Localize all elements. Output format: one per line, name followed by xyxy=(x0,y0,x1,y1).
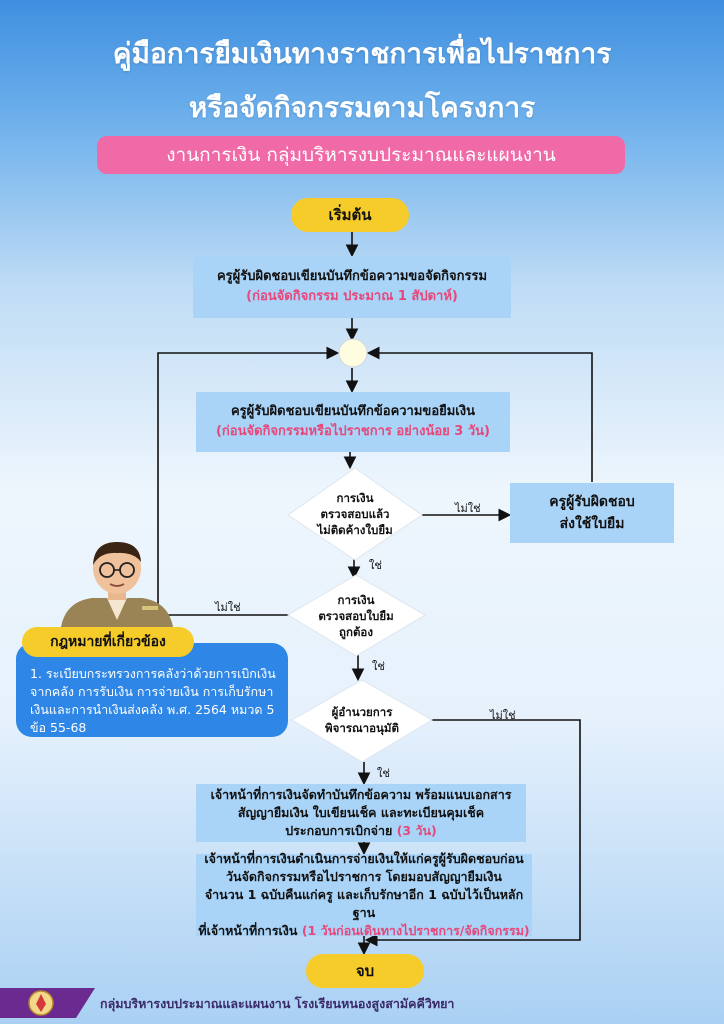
page-title-line2: หรือจัดกิจกรรมตามโครงการ xyxy=(188,91,536,124)
step2-text: ครูผู้รับผิดชอบเขียนบันทึกข้อความขอยืมเง… xyxy=(230,404,475,419)
step1-box: ครูผู้รับผิดชอบเขียนบันทึกข้อความขอจัดกิ… xyxy=(193,256,511,318)
merge-connector xyxy=(338,338,368,368)
decision3-yes-label: ใช่ xyxy=(377,767,390,780)
start-terminal: เริ่มต้น xyxy=(291,198,409,232)
decision1-label: การเงิน ตรวจสอบแล้ว ไม่ติดค้างใบยืม xyxy=(317,491,393,537)
law-box: 1. ระเบียบกระทรวงการคลังว่าด้วยการเบิกเง… xyxy=(16,643,288,737)
law-heading: กฎหมายที่เกี่ยวข้อง xyxy=(22,627,194,657)
decision1-no-label: ไม่ใช่ xyxy=(455,502,481,515)
teacher-illustration xyxy=(60,542,174,635)
decision3-label: ผู้อำนวยการ พิจารณาอนุมัติ xyxy=(325,705,399,735)
step1-text: ครูผู้รับผิดชอบเขียนบันทึกข้อความขอจัดกิ… xyxy=(216,269,488,284)
subtitle-banner: งานการเงิน กลุ่มบริหารงบประมาณและแผนงาน xyxy=(97,136,625,174)
decision2-no-label: ไม่ใช่ xyxy=(215,601,241,614)
step3-box: เจ้าหน้าที่การเงินจัดทำบันทึกข้อความ พร้… xyxy=(196,784,526,842)
end-terminal: จบ xyxy=(306,954,424,988)
page-title-line1: คู่มือการยืมเงินทางราชการเพื่อไปราชการ xyxy=(112,37,612,70)
step3-timing: (3 วัน) xyxy=(396,823,437,838)
law-text: 1. ระเบียบกระทรวงการคลังว่าด้วยการเบิกเง… xyxy=(30,666,276,735)
step2-box: ครูผู้รับผิดชอบเขียนบันทึกข้อความขอยืมเง… xyxy=(196,392,510,452)
footer-text: กลุ่มบริหารงบประมาณและแผนงาน โรงเรียนหนอ… xyxy=(100,996,455,1011)
step2-timing: (ก่อนจัดกิจกรรมหรือไปราชการ อย่างน้อย 3 … xyxy=(215,424,490,439)
decision1-yes-label: ใช่ xyxy=(369,559,382,572)
decision2-yes-label: ใช่ xyxy=(372,660,385,673)
school-logo-icon xyxy=(28,990,54,1016)
return-loan-box: ครูผู้รับผิดชอบ ส่งใช้ใบยืม xyxy=(510,483,674,543)
step1-timing: (ก่อนจัดกิจกรรม ประมาณ 1 สัปดาห์) xyxy=(246,289,458,304)
step4-timing: (1 วันก่อนเดินทางไปราชการ/จัดกิจกรรม) xyxy=(301,923,530,938)
decision3-no-label: ไม่ใช่ xyxy=(490,709,516,722)
step4-box: เจ้าหน้าที่การเงินดำเนินการจ่ายเงินให้แก… xyxy=(196,851,532,938)
decision2-label: การเงิน ตรวจสอบใบยืม ถูกต้อง xyxy=(318,593,394,639)
